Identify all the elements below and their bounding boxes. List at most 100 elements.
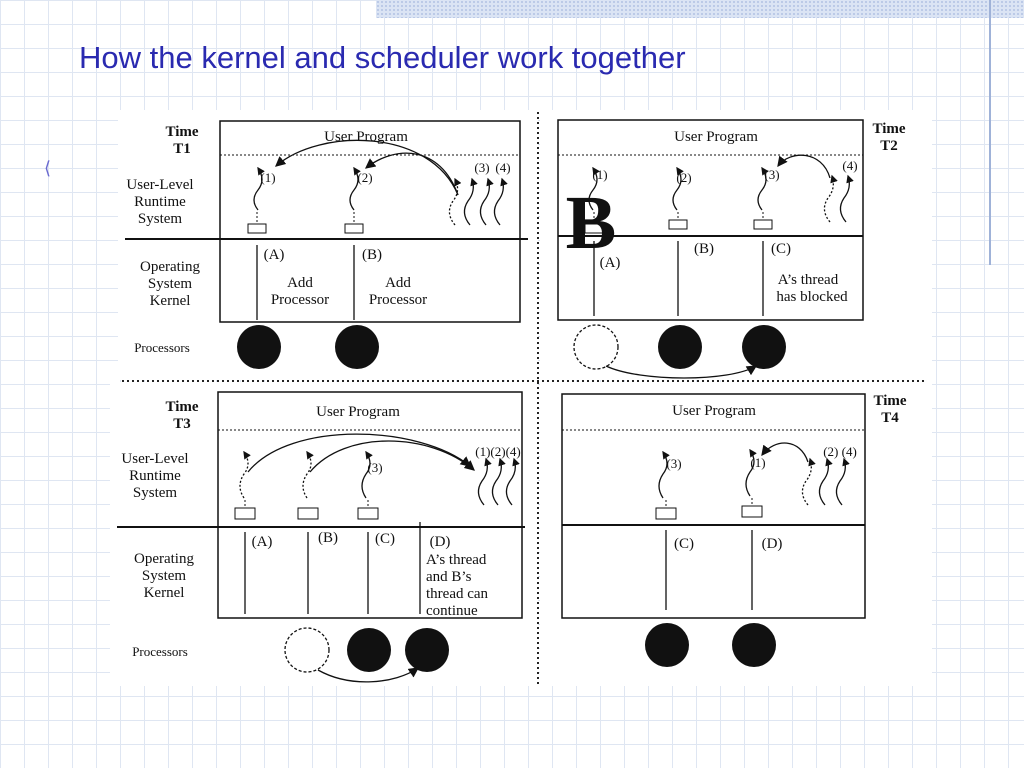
t2-thread-label-1: (1) [592, 167, 607, 182]
t3-activation-label-a: (A) [252, 534, 273, 550]
t3-note-4: continue [426, 603, 478, 619]
t1-note-b-1: Add [385, 275, 411, 291]
slide-title: How the kernel and scheduler work togeth… [79, 40, 686, 75]
t4-processor-1 [645, 623, 689, 667]
t1-processor-1 [237, 325, 281, 369]
t4-frame [561, 393, 866, 619]
t4-thread-label-1: (1) [750, 455, 765, 470]
t3-thread-a [239, 450, 251, 499]
t2-thread-label-3: (3) [764, 167, 779, 182]
t3-processor-idle [284, 627, 330, 673]
t2-user-program: User Program [674, 129, 758, 145]
t2-thread-5 [839, 174, 854, 223]
t3-thread-c [361, 450, 373, 499]
t1-note-a-2: Processor [271, 292, 329, 308]
t2-note-1: A’s thread [778, 272, 839, 288]
t2-activation-box-c [753, 219, 773, 230]
panel-t3: Time T3 User-Level Runtime System Operat… [117, 391, 525, 683]
panel-t1: Time T1 User-Level Runtime System Operat… [125, 120, 528, 369]
t3-note-2: and B’s [426, 569, 472, 585]
t1-thread-label-2: (2) [357, 170, 372, 185]
right-vertical-rule [989, 0, 991, 265]
t1-activation-box-a [247, 223, 267, 234]
t3-activation-box-c [357, 507, 379, 520]
t3-activation-box-a [234, 507, 256, 520]
t3-user-level-label-3: System [133, 485, 178, 501]
t2-frame [557, 119, 864, 321]
t1-thread-6 [493, 177, 508, 226]
t2-arrow-to-3 [777, 154, 831, 179]
t1-activation-label-a: (A) [264, 247, 285, 263]
t4-processor-2 [732, 623, 776, 667]
t2-thread-2 [672, 166, 684, 211]
t2-processor-2 [658, 325, 702, 369]
t1-arrow-to-1 [275, 139, 459, 196]
t1-thread-3 [448, 177, 462, 226]
panel-t4: Time T4 User Program (3) (1) (2) (4) (C)… [561, 393, 907, 667]
t2-activation-label-a: (A) [600, 255, 621, 271]
t1-processor-2 [335, 325, 379, 369]
t3-thread-label-124: (1)(2)(4) [475, 444, 520, 459]
t4-thread-3 [658, 450, 670, 499]
t3-os-label-1: Operating [134, 551, 194, 567]
t2-processor-move-arrow [605, 365, 758, 379]
t3-time-label-2: T3 [173, 416, 191, 432]
t4-thread-dashed [801, 457, 816, 506]
t3-processor-2 [347, 628, 391, 672]
t4-time-label: Time [873, 393, 906, 409]
t4-user-program: User Program [672, 403, 756, 419]
t1-thread-5 [479, 177, 494, 226]
t2-thread-label-4: (4) [842, 158, 857, 173]
t3-arrow-2 [309, 440, 475, 473]
t3-processor-3 [405, 628, 449, 672]
t3-os-label-3: Kernel [144, 585, 185, 601]
t2-activation-label-b: (B) [694, 241, 714, 257]
t3-user-level-label-2: Runtime [129, 468, 181, 484]
t4-thread-label-3: (3) [666, 456, 681, 471]
t3-user-program: User Program [316, 404, 400, 420]
t3-user-level-label-1: User-Level [121, 451, 188, 467]
bullet-marker: ⟨ [44, 158, 52, 178]
t4-activation-label-c: (C) [674, 536, 694, 552]
t3-activation-label-b: (B) [318, 530, 338, 546]
os-label-3: Kernel [150, 293, 191, 309]
t3-note-1: A’s thread [426, 552, 487, 568]
t4-activation-box-d [741, 505, 763, 518]
processors-label: Processors [134, 340, 190, 355]
t2-thread-3 [757, 166, 769, 211]
t1-thread-2 [349, 166, 361, 211]
t1-activation-label-b: (B) [362, 247, 382, 263]
t3-thread-2 [491, 457, 506, 506]
t2-activation-label-c: (C) [771, 241, 791, 257]
t3-arrow-1 [247, 433, 472, 473]
t2-processor-idle [573, 324, 619, 370]
t2-activation-box-b [668, 219, 688, 230]
t4-activation-box-c [655, 507, 677, 520]
t1-thread-label-4: (4) [495, 160, 510, 175]
t2-activation-box-a [584, 223, 604, 234]
t1-thread-4 [463, 177, 478, 226]
t3-thread-b [302, 450, 314, 499]
t3-activation-label-c: (C) [375, 531, 395, 547]
t1-thread-1 [253, 166, 265, 211]
t4-activation-label-d: (D) [762, 536, 783, 552]
panel-t2: Time T2 User Program (1) (2) (3) (4) (A)… [557, 119, 906, 379]
t3-thread-1 [477, 457, 492, 506]
t1-arrow-to-2 [364, 152, 459, 196]
t2-thread-4 [823, 174, 838, 223]
t2-thread-label-2: (2) [676, 170, 691, 185]
t3-processors-label: Processors [132, 644, 188, 659]
t1-time-label: Time [165, 124, 198, 140]
user-level-label-3: System [138, 211, 183, 227]
t3-thread-label-3: (3) [367, 460, 382, 475]
t2-processor-3 [742, 325, 786, 369]
t4-thread-label-24: (2) (4) [823, 444, 857, 459]
t1-note-b-2: Processor [369, 292, 427, 308]
t4-thread-1 [745, 448, 757, 497]
os-label-1: Operating [140, 259, 200, 275]
t2-thread-1 [588, 166, 600, 211]
t1-frame [219, 120, 521, 323]
t3-frame [217, 391, 523, 619]
t3-time-label: Time [165, 399, 198, 415]
t1-user-program: User Program [324, 129, 408, 145]
